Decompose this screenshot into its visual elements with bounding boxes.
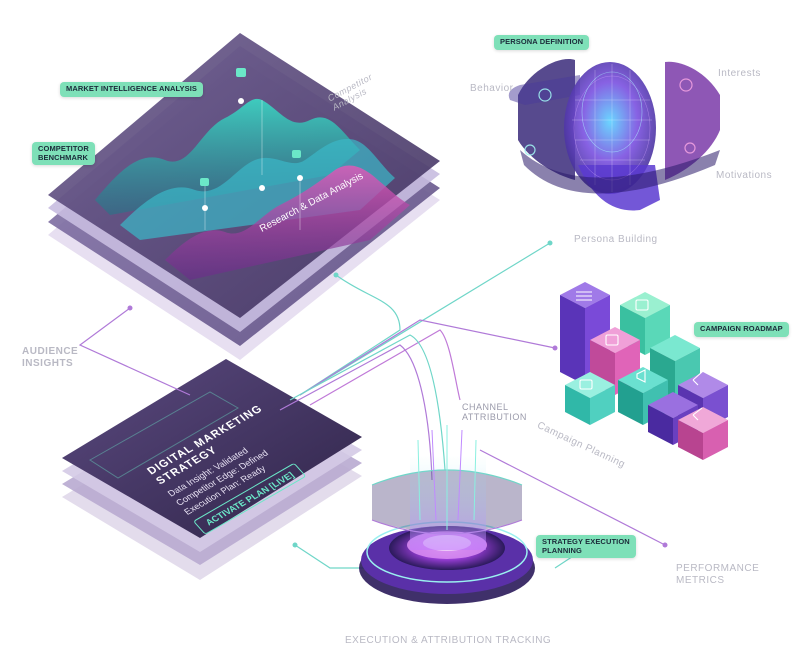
label-audience-insights: AUDIENCE INSIGHTS bbox=[22, 346, 78, 369]
tag-campaign-roadmap: CAMPAIGN ROADMAP bbox=[694, 322, 789, 337]
tag-competitor-benchmark: COMPETITOR BENCHMARK bbox=[32, 142, 95, 165]
label-execution-tracking: EXECUTION & ATTRIBUTION TRACKING bbox=[345, 635, 551, 647]
execution-platform bbox=[359, 425, 535, 604]
persona-head bbox=[509, 59, 720, 210]
campaign-cubes bbox=[560, 282, 728, 460]
label-persona-building: Persona Building bbox=[574, 234, 658, 246]
label-performance-metrics: PERFORMANCE METRICS bbox=[676, 563, 759, 586]
tag-strategy-execution: STRATEGY EXECUTION PLANNING bbox=[536, 535, 636, 558]
tag-persona-definition: PERSONA DEFINITION bbox=[494, 35, 589, 50]
label-channel-attribution: CHANNEL ATTRIBUTION bbox=[462, 402, 527, 423]
label-interests: Interests bbox=[718, 68, 761, 80]
label-behavior: Behavior bbox=[470, 83, 513, 95]
label-motivations: Motivations bbox=[716, 170, 772, 182]
tag-market-intelligence: MARKET INTELLIGENCE ANALYSIS bbox=[60, 82, 203, 97]
